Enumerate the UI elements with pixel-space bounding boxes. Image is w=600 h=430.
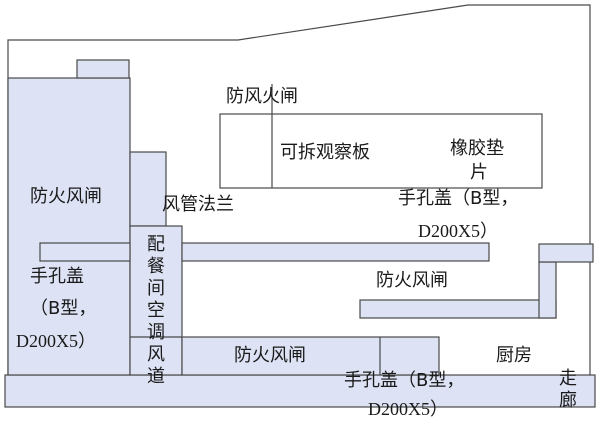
fire-damper-right-label: 防火风闸: [376, 270, 448, 291]
center-upper-duct: [129, 151, 167, 227]
horizontal-duct-left: [39, 242, 131, 262]
right-vertical-duct: [538, 261, 557, 319]
bottom-horizontal-duct: [181, 336, 440, 376]
horizontal-duct-right: [181, 242, 490, 262]
hand-cover-right-label-1: 手孔盖（B型，: [398, 188, 519, 209]
right-horizontal-duct: [359, 299, 557, 319]
corridor-label: 走廊: [559, 368, 577, 411]
fire-damper-top-label: 防风火闸: [226, 86, 298, 107]
hand-cover-left-label-1: 手孔盖: [30, 266, 84, 287]
rubber-gasket-label-1: 橡胶垫: [450, 138, 504, 159]
removable-panel-label: 可拆观察板: [280, 142, 370, 163]
duct-flange-label: 风管法兰: [162, 194, 234, 215]
kitchen-label: 厨房: [496, 345, 532, 366]
hand-cover-right-label-2: D200X5）: [418, 221, 498, 241]
corridor-band: [4, 374, 596, 408]
rubber-gasket-label-2: 片: [470, 162, 488, 183]
hand-cover-bottom-label-1: 手孔盖（B型，: [344, 370, 465, 391]
hand-cover-left-label-2: （B型，: [30, 298, 97, 319]
right-duct-cap: [538, 243, 594, 263]
fire-damper-bottom-label: 防火风闸: [234, 345, 306, 366]
left-duct-cap: [76, 59, 130, 79]
damper-box: [219, 113, 543, 189]
hand-cover-bottom-label-2: D200X5）: [368, 399, 448, 419]
hand-cover-left-label-3: D200X5）: [16, 331, 96, 351]
catering-duct-label: 配餐间空调风道: [147, 234, 165, 387]
fire-damper-left-label: 防火风闸: [30, 186, 102, 207]
center-lower-duct: [129, 225, 183, 376]
left-vertical-duct: [7, 77, 131, 376]
